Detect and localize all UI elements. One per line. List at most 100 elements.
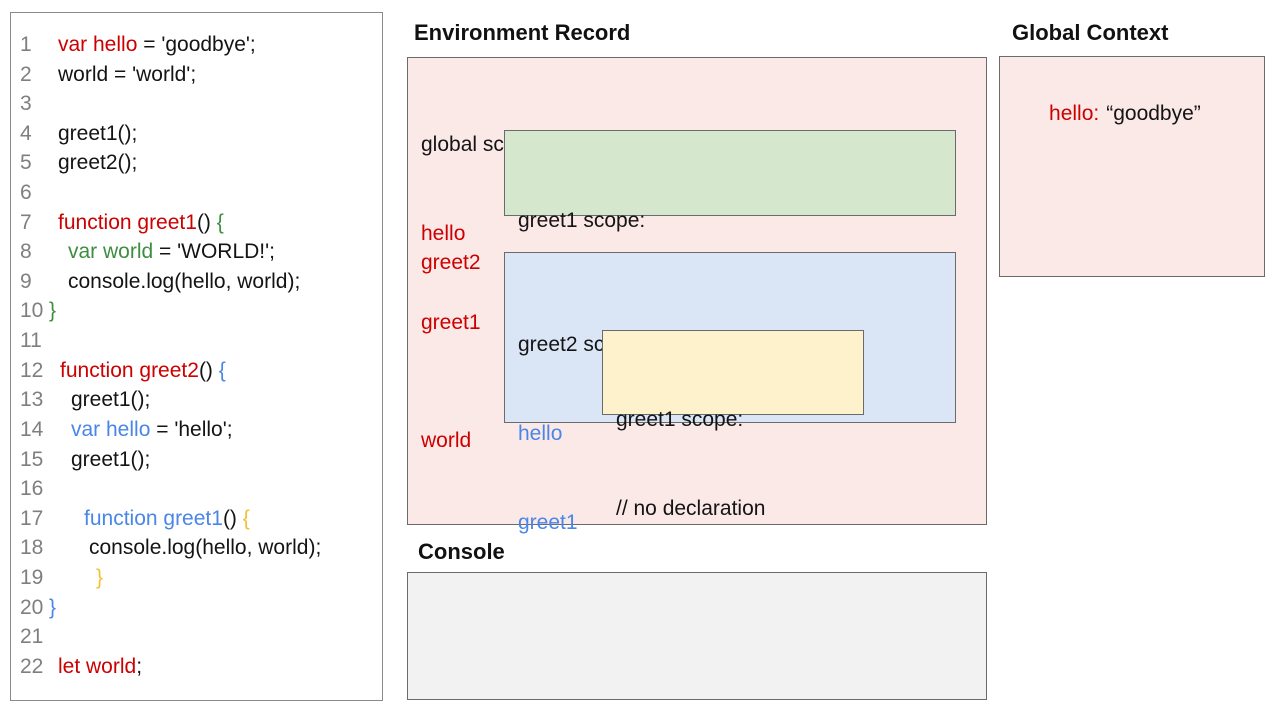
environment-record-title: Environment Record — [414, 20, 631, 45]
line-number: 4 — [20, 121, 32, 145]
code-text: function greet1() { — [84, 504, 250, 534]
code-line: 7 function greet1() { — [11, 208, 382, 238]
code-segment: } — [96, 565, 104, 589]
code-segment: = 'hello'; — [150, 417, 233, 441]
code-line: 22 let world; — [11, 652, 382, 682]
code-text: function greet1() { — [58, 208, 224, 238]
greet1-scope-label: greet1 scope: — [518, 209, 646, 233]
code-text: console.log(hello, world); — [89, 533, 321, 563]
code-segment: console.log(hello, world); — [89, 536, 322, 560]
code-line: 16 — [11, 474, 382, 504]
code-line: 3 — [11, 89, 382, 119]
greet1-scope-box: greet1 scope: world — [504, 130, 956, 321]
code-line: 20} — [11, 593, 382, 623]
line-number: 19 — [20, 565, 44, 589]
line-number: 8 — [20, 240, 32, 264]
code-line: 17 function greet1() { — [11, 504, 382, 534]
line-number: 11 — [20, 329, 42, 353]
line-number: 12 — [20, 358, 44, 382]
console-box — [407, 572, 987, 700]
code-segment: let world — [58, 654, 137, 678]
line-number: 14 — [20, 417, 44, 441]
line-number: 3 — [20, 92, 32, 116]
code-line: 8 var world = 'WORLD!'; — [11, 237, 382, 267]
line-number: 16 — [20, 477, 44, 501]
greet2-scope-box: greet2 scope: hello greet1 greet1 scope:… — [504, 252, 956, 534]
code-segment: world = 'world'; — [58, 62, 197, 86]
code-text: let world; — [58, 652, 142, 682]
greet2-scope-var-hello: hello — [518, 421, 563, 445]
line-number: 21 — [20, 625, 44, 649]
code-segment: var hello — [58, 33, 138, 56]
code-segment: () — [198, 358, 219, 382]
code-text: var hello = 'hello'; — [71, 415, 233, 445]
line-number: 15 — [20, 447, 44, 471]
code-line: 11 — [11, 326, 382, 356]
line-number: 9 — [20, 269, 32, 293]
line-number: 13 — [20, 388, 44, 412]
code-segment: } — [49, 595, 57, 619]
code-segment: function greet2 — [60, 358, 199, 382]
global-scope-var-greet2: greet2 — [421, 251, 481, 274]
global-context-title: Global Context — [1012, 20, 1169, 45]
line-number: 1 — [20, 33, 32, 56]
code-text: var world = 'WORLD!'; — [68, 237, 275, 267]
global-context-entry-value: “goodbye” — [1106, 101, 1201, 125]
code-segment: greet1(); — [71, 447, 151, 471]
code-segment: var hello — [71, 417, 151, 441]
code-line: 12 function greet2() { — [11, 356, 382, 386]
code-line: 15 greet1(); — [11, 445, 382, 475]
code-line: 4 greet1(); — [11, 119, 382, 149]
line-number: 5 — [20, 151, 32, 175]
global-scope-var-greet1: greet1 — [421, 310, 481, 334]
code-line: 19} — [11, 563, 382, 593]
code-line: 14 var hello = 'hello'; — [11, 415, 382, 445]
code-segment: { — [218, 358, 226, 382]
code-line: 2 world = 'world'; — [11, 60, 382, 90]
code-text: greet1(); — [58, 119, 137, 149]
line-number: 2 — [20, 62, 32, 86]
code-segment: console.log(hello, world); — [68, 269, 301, 293]
code-segment: () — [196, 210, 217, 234]
nested-greet1-scope-label: greet1 scope: — [616, 408, 744, 432]
code-text: world = 'world'; — [58, 60, 196, 90]
code-line: 1 var hello = 'goodbye'; — [11, 30, 382, 60]
code-segment: } — [49, 299, 57, 323]
global-context-box: hello:“goodbye” — [999, 56, 1265, 277]
global-scope-var-world: world — [421, 429, 472, 452]
code-text: greet1(); — [71, 385, 150, 415]
line-number: 22 — [20, 654, 44, 678]
code-text: function greet2() { — [60, 356, 226, 386]
code-segment: greet1(); — [58, 121, 138, 145]
code-text: } — [49, 593, 56, 623]
code-segment: { — [242, 506, 250, 530]
code-segment: = 'goodbye'; — [137, 33, 256, 56]
code-line: 10} — [11, 296, 382, 326]
nested-greet1-scope-comment: // no declaration — [616, 496, 766, 520]
console-title: Console — [418, 539, 505, 564]
code-panel: 1 var hello = 'goodbye'; 2 world = 'world';… — [10, 12, 383, 701]
code-line: 13 greet1(); — [11, 385, 382, 415]
code-segment: greet1(); — [71, 388, 151, 412]
code-segment: ; — [136, 654, 143, 678]
line-number: 10 — [20, 299, 44, 323]
line-number: 17 — [20, 506, 44, 530]
code-segment: function greet1 — [84, 506, 223, 530]
code-line: 6 — [11, 178, 382, 208]
code-segment: () — [222, 506, 243, 530]
code-text: greet2(); — [58, 148, 137, 178]
code-text: console.log(hello, world); — [68, 267, 300, 297]
line-number: 20 — [20, 595, 44, 619]
global-context-entry: hello:“goodbye” — [1014, 69, 1201, 158]
code-line: 9 console.log(hello, world); — [11, 267, 382, 297]
code-segment: function greet1 — [58, 210, 197, 234]
code-lines: 1 var hello = 'goodbye'; 2 world = 'world';… — [11, 30, 382, 681]
global-scope-box: global scope: hello greet1 greet2 world … — [407, 57, 987, 534]
nested-greet1-scope-box: greet1 scope: // no declaration — [602, 330, 864, 520]
code-segment: var world — [68, 240, 154, 264]
line-number: 7 — [20, 210, 32, 234]
code-line: 5 greet2(); — [11, 148, 382, 178]
global-context-entry-key: hello: — [1049, 101, 1100, 125]
